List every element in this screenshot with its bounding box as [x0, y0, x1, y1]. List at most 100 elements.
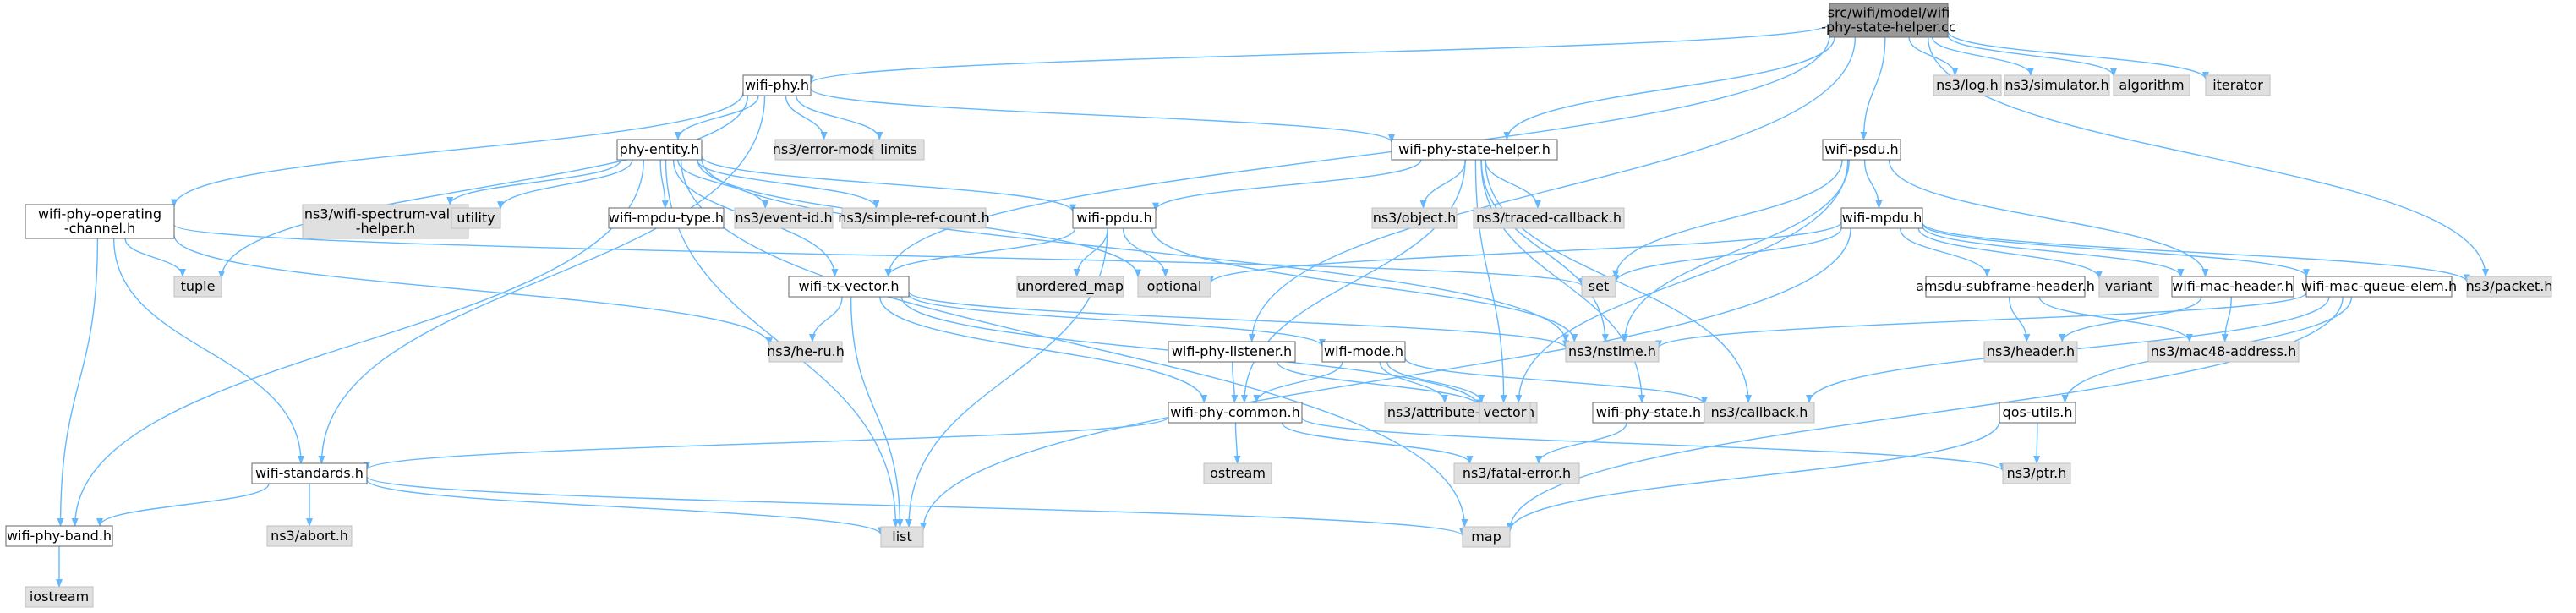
node-box-wifi-phy-operating	[25, 204, 175, 239]
node-label-abort: ns3/abort.h	[271, 528, 348, 544]
edge-root-to-wifi-phy-listener	[1248, 36, 1857, 342]
edge-phy-entity-to-nstime	[701, 158, 1569, 343]
edge-wifi-tx-vector-to-he-ru	[808, 296, 843, 342]
node-box-object	[1371, 207, 1458, 229]
node-box-map	[1462, 526, 1511, 548]
node-label-simple-ref-count: ns3/simple-ref-count.h	[838, 210, 990, 226]
node-phy-entity[interactable]: phy-entity.h	[616, 139, 703, 161]
node-ostream: ostream	[1203, 462, 1272, 484]
node-set: set	[1581, 276, 1616, 298]
edge-wifi-mpdu-to-wifi-mac-header	[1922, 226, 2185, 277]
node-box-log	[1933, 74, 2002, 96]
node-box-packet	[2466, 276, 2552, 298]
node-label-wifi-mac-queue-elem: wifi-mac-queue-elem.h	[2301, 278, 2457, 294]
node-label-map: map	[1471, 528, 1501, 545]
edge-phy-entity-to-spectrum	[446, 159, 621, 205]
node-label-fatal-error: ns3/fatal-error.h	[1463, 465, 1571, 481]
node-box-tuple	[173, 276, 222, 298]
edge-wifi-standards-to-map	[366, 476, 1466, 537]
node-wifi-phy-common[interactable]: wifi-phy-common.h	[1168, 402, 1303, 424]
node-wifi-phy[interactable]: wifi-phy.h	[742, 74, 812, 96]
node-list: list	[880, 526, 924, 548]
edge-wifi-phy-listener-to-vector	[1277, 361, 1483, 408]
node-label-error-model: ns3/error-model.h	[773, 141, 894, 157]
edge-wifi-mode-to-callback	[1404, 358, 1708, 405]
edge-wifi-mpdu-to-list	[920, 227, 1851, 531]
node-amsdu[interactable]: amsdu-subframe-header.h	[1916, 276, 2095, 298]
node-label-wifi-mpdu-type: wifi-mpdu-type.h	[609, 210, 724, 226]
node-label-ptr: ns3/ptr.h	[2007, 465, 2067, 481]
node-wifi-psdu[interactable]: wifi-psdu.h	[1822, 139, 1901, 161]
node-ptr: ns3/ptr.h	[2002, 462, 2071, 484]
node-label-algorithm: algorithm	[2119, 77, 2184, 93]
node-wifi-ppdu[interactable]: wifi-ppdu.h	[1072, 207, 1157, 229]
node-label-spectrum: -helper.h	[356, 221, 416, 237]
node-label-spectrum: ns3/wifi-spectrum-value	[304, 206, 467, 222]
node-label-header: ns3/header.h	[1987, 343, 2075, 359]
node-label-wifi-phy-band: wifi-phy-band.h	[7, 528, 112, 544]
dependency-edges	[56, 23, 2489, 588]
node-box-wifi-mpdu-type	[608, 207, 725, 229]
node-wifi-mpdu-type[interactable]: wifi-mpdu-type.h	[608, 207, 725, 229]
node-label-wifi-psdu: wifi-psdu.h	[1824, 141, 1898, 157]
edge-wifi-mac-header-to-header	[2059, 296, 2202, 342]
node-box-wifi-phy-listener	[1168, 341, 1296, 363]
node-qos-utils[interactable]: qos-utils.h	[1999, 402, 2076, 424]
node-root[interactable]: src/wifi/model/wifi-phy-state-helper.cc	[1821, 3, 1956, 38]
node-box-event-id	[734, 207, 834, 229]
node-label-callback: ns3/callback.h	[1711, 404, 1808, 420]
node-wifi-phy-band[interactable]: wifi-phy-band.h	[5, 525, 113, 547]
edge-wifi-phy-to-limits	[796, 95, 883, 140]
node-label-nstime: ns3/nstime.h	[1568, 343, 1656, 359]
edge-wifi-phy-operating-to-set	[173, 224, 1585, 287]
dependency-nodes: src/wifi/model/wifi-phy-state-helper.cc w…	[5, 3, 2552, 608]
node-wifi-phy-listener[interactable]: wifi-phy-listener.h	[1168, 341, 1296, 363]
node-wifi-mpdu[interactable]: wifi-mpdu.h	[1840, 207, 1923, 229]
node-box-optional	[1137, 276, 1211, 298]
edge-phy-entity-to-wifi-ppdu	[701, 156, 1076, 213]
node-box-iostream	[25, 586, 94, 608]
edge-wifi-mode-to-vector	[1386, 361, 1485, 403]
node-label-traced-callback: ns3/traced-callback.h	[1476, 210, 1622, 226]
node-box-wifi-ppdu	[1072, 207, 1157, 229]
node-callback: ns3/callback.h	[1704, 402, 1815, 424]
node-label-wifi-standards: wifi-standards.h	[255, 465, 364, 481]
node-box-variant	[2098, 276, 2159, 298]
node-box-vector	[1479, 402, 1531, 424]
edge-wifi-phy-listener-to-wifi-phy-common	[1231, 361, 1239, 403]
edge-wifi-mpdu-to-wifi-mac-queue-elem	[1922, 223, 2310, 278]
edge-wifi-phy-to-tuple	[218, 95, 749, 280]
edge-phy-entity-to-map	[680, 159, 1468, 528]
node-box-abort	[266, 525, 353, 547]
node-label-object: ns3/object.h	[1373, 210, 1457, 226]
edge-wifi-mpdu-to-set	[1612, 227, 1842, 284]
node-wifi-standards[interactable]: wifi-standards.h	[251, 462, 368, 484]
node-wifi-phy-state-helper[interactable]: wifi-phy-state-helper.h	[1391, 139, 1558, 161]
node-box-error-model	[774, 139, 891, 161]
node-box-wifi-phy-band	[5, 525, 113, 547]
node-he-ru: ns3/he-ru.h	[767, 341, 845, 363]
node-label-wifi-phy-operating: wifi-phy-operating	[38, 206, 161, 222]
node-wifi-mac-header[interactable]: wifi-mac-header.h	[2171, 276, 2294, 298]
node-box-amsdu	[1925, 276, 2086, 298]
node-box-iterator	[2205, 74, 2271, 96]
node-box-wifi-phy-common	[1168, 402, 1303, 424]
edge-root-to-iterator	[1947, 30, 2209, 80]
edge-wifi-mode-to-attribute-helper	[1379, 361, 1448, 403]
node-label-tuple: tuple	[181, 278, 216, 294]
node-variant: variant	[2098, 276, 2159, 298]
node-wifi-phy-state[interactable]: wifi-phy-state.h	[1592, 402, 1705, 424]
node-label-wifi-phy-listener: wifi-phy-listener.h	[1172, 343, 1292, 359]
node-wifi-tx-vector[interactable]: wifi-tx-vector.h	[788, 276, 910, 298]
node-wifi-mac-queue-elem[interactable]: wifi-mac-queue-elem.h	[2301, 276, 2457, 298]
edge-wifi-phy-common-to-ptr	[1301, 417, 2006, 472]
node-wifi-mode[interactable]: wifi-mode.h	[1321, 341, 1406, 363]
node-object: ns3/object.h	[1371, 207, 1458, 229]
node-box-wifi-phy-state-helper	[1391, 139, 1558, 161]
node-simple-ref-count: ns3/simple-ref-count.h	[838, 207, 990, 229]
node-label-unordered_map: unordered_map	[1017, 278, 1124, 295]
node-map: map	[1462, 526, 1511, 548]
node-box-unordered_map	[1016, 276, 1124, 298]
node-wifi-phy-operating[interactable]: wifi-phy-operating-channel.h	[25, 204, 175, 239]
edge-wifi-phy-state-helper-to-traced-callback	[1485, 159, 1541, 209]
